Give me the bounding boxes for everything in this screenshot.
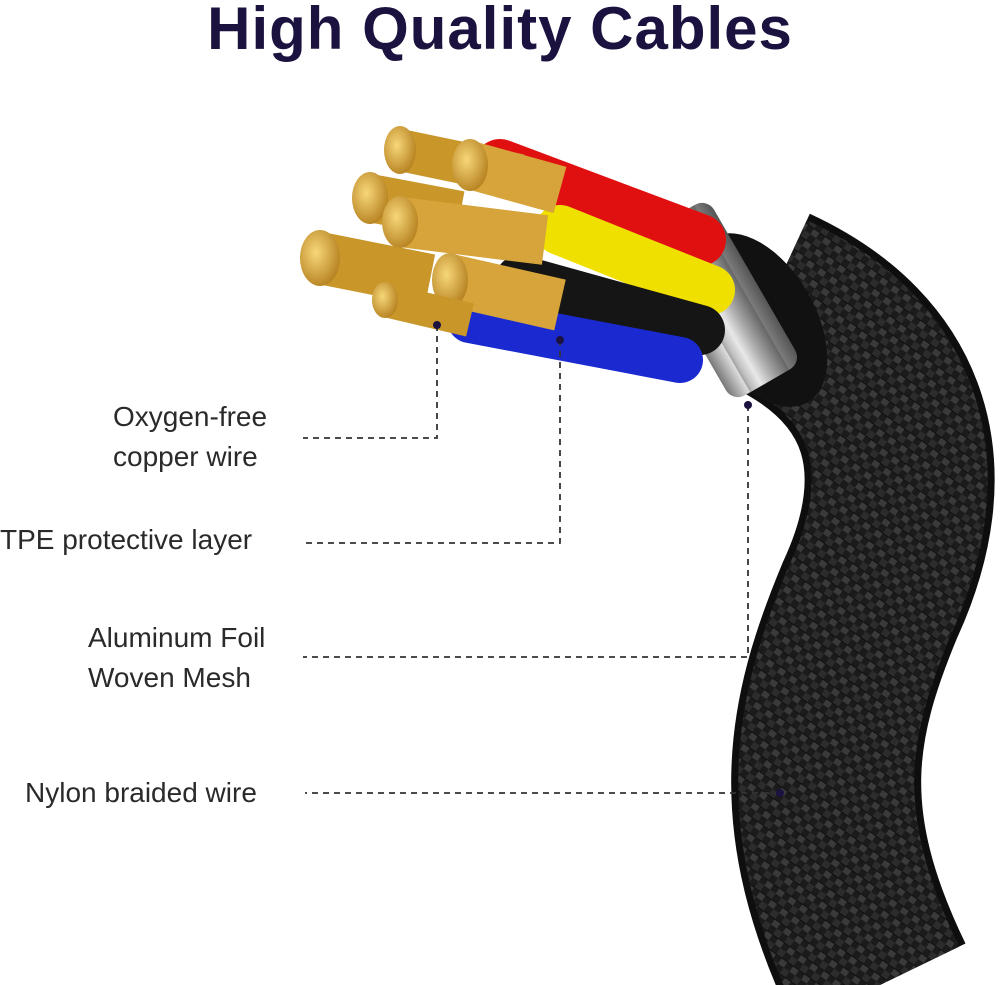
leader-line-tpe	[305, 340, 561, 544]
label-tpe-layer: TPE protective layer	[0, 524, 253, 555]
label-nylon-braided: Nylon braided wire	[25, 777, 257, 808]
label-line: Oxygen-free	[113, 401, 268, 432]
label-line: Aluminum Foil	[88, 622, 266, 653]
marker-dot	[433, 321, 441, 329]
label-line: copper wire	[113, 441, 258, 472]
leader-line-copper	[303, 325, 438, 439]
marker-dot	[776, 789, 784, 797]
marker-dot	[744, 401, 752, 409]
label-copper-wire: Oxygen-free copper wire	[113, 397, 267, 477]
copper-strands	[300, 126, 567, 337]
label-line: Woven Mesh	[88, 662, 251, 693]
marker-dot	[556, 336, 564, 344]
label-aluminum-foil: Aluminum Foil Woven Mesh	[88, 618, 265, 698]
page-title: High Quality Cables	[207, 0, 793, 62]
leader-line-foil	[303, 405, 749, 658]
